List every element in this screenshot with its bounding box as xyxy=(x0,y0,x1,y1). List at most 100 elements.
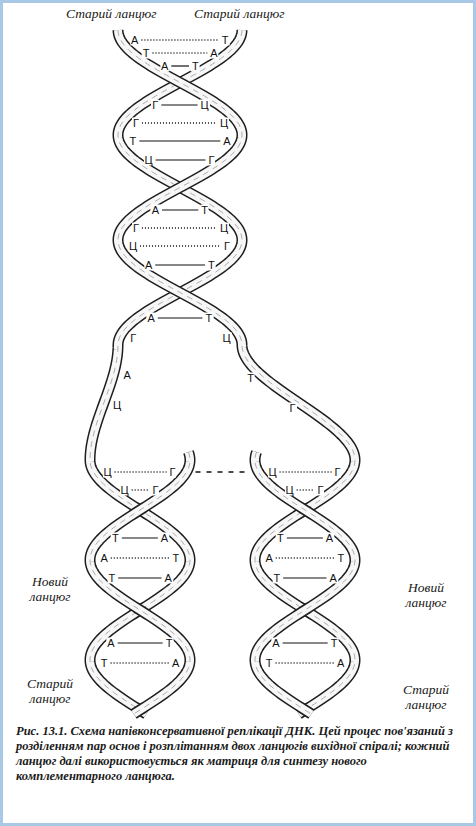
hydrogen-bond xyxy=(195,471,249,472)
dna-strand xyxy=(118,30,355,714)
base-letter: А xyxy=(160,61,169,72)
base-letter: А xyxy=(99,553,108,564)
hydrogen-bond xyxy=(287,537,323,538)
base-letter: А xyxy=(160,533,169,544)
base-letter: Г xyxy=(169,467,177,478)
base-letter: А xyxy=(171,658,180,669)
base-letter: А xyxy=(325,533,334,544)
base-letter: Т xyxy=(207,260,216,271)
base-letter: Г xyxy=(316,485,324,496)
base-letter: Т xyxy=(165,638,174,649)
base-letter: Г xyxy=(289,403,297,414)
strand-label: Новий ланцюг xyxy=(16,574,84,604)
hydrogen-bond xyxy=(276,662,335,663)
figure-caption: Рис. 13.1. Схема напівконсервативної реп… xyxy=(16,724,460,784)
hydrogen-bond xyxy=(161,104,197,105)
base-letter: Т xyxy=(276,533,285,544)
base-letter: А xyxy=(271,638,280,649)
hydrogen-bond xyxy=(122,537,158,538)
base-letter: Т xyxy=(337,553,346,564)
base-letter: Ц xyxy=(285,485,295,496)
base-letter: Ц xyxy=(219,118,229,129)
base-pair-bonds xyxy=(111,40,335,663)
strand-outline xyxy=(90,30,242,714)
strand-fill xyxy=(90,452,190,714)
base-letter: Ц xyxy=(143,155,153,166)
base-letter: Ц xyxy=(120,485,130,496)
base-letter: Т xyxy=(172,553,181,564)
base-letter: Г xyxy=(132,118,140,129)
base-letter: А xyxy=(151,205,160,216)
hydrogen-bond xyxy=(171,65,189,66)
base-letter: А xyxy=(329,573,338,584)
hydrogen-bond xyxy=(156,159,206,160)
base-letter: Ц xyxy=(112,400,122,411)
hydrogen-bond xyxy=(111,662,170,663)
strand-label: Старий ланцюг xyxy=(16,676,84,706)
base-letter: Т xyxy=(246,373,255,384)
hydrogen-bond xyxy=(115,471,167,472)
hydrogen-bond xyxy=(283,577,326,578)
base-letter: Т xyxy=(100,658,109,669)
strand-fill xyxy=(255,452,355,714)
base-letter: А xyxy=(222,136,231,147)
hydrogen-bond xyxy=(141,39,218,40)
hydrogen-bond xyxy=(297,489,315,490)
strand-shading xyxy=(90,452,190,714)
base-letter: Т xyxy=(221,35,230,46)
base-letter: Г xyxy=(334,467,342,478)
strand-label: Старий ланцюг xyxy=(66,6,157,21)
base-letter: Т xyxy=(272,573,281,584)
base-letter: Т xyxy=(200,205,209,216)
hydrogen-bond xyxy=(132,489,150,490)
hydrogen-bond xyxy=(155,264,205,265)
hydrogen-bond xyxy=(118,577,161,578)
base-letter: А xyxy=(264,553,273,564)
base-letter: А xyxy=(144,260,153,271)
base-letter: Т xyxy=(142,48,151,59)
base-letter: Т xyxy=(111,533,120,544)
strand-fill xyxy=(118,30,355,714)
base-letter: А xyxy=(336,658,345,669)
base-letter: А xyxy=(146,313,155,324)
base-letter: Т xyxy=(191,61,200,72)
hydrogen-bond xyxy=(152,52,207,53)
base-letter: Ц xyxy=(267,467,277,478)
base-letter: Г xyxy=(151,485,159,496)
base-letter: Т xyxy=(330,638,339,649)
base-letter: А xyxy=(106,638,115,649)
base-letter: Ц xyxy=(219,223,229,234)
base-letter: Г xyxy=(151,100,159,111)
strand-shading xyxy=(118,30,355,714)
dna-strand xyxy=(90,452,190,714)
strand-outline xyxy=(118,30,355,714)
base-letter: Г xyxy=(223,241,231,252)
strand-label: Новий ланцюг xyxy=(392,580,460,610)
hydrogen-bond xyxy=(111,557,170,558)
base-letter: А xyxy=(130,35,139,46)
strand-outline xyxy=(90,452,190,714)
strand-shading xyxy=(90,30,242,714)
base-letter: А xyxy=(164,573,173,584)
strand-label: Старий ланцюг xyxy=(392,682,460,712)
base-letter: Ц xyxy=(128,241,138,252)
hydrogen-bond xyxy=(142,122,217,123)
base-letter: Г xyxy=(207,155,215,166)
hydrogen-bond xyxy=(139,140,220,141)
helix-strands xyxy=(90,30,355,714)
strand-label: Старий ланцюг xyxy=(194,6,285,21)
base-letter: Ц xyxy=(222,333,232,344)
dna-strand xyxy=(255,452,355,714)
strand-outline xyxy=(255,452,355,714)
base-letter: Ц xyxy=(102,467,112,478)
base-letter: Т xyxy=(204,313,213,324)
base-letter: А xyxy=(123,370,132,381)
base-letter: Т xyxy=(107,573,116,584)
strand-shading xyxy=(255,452,355,714)
base-letter: А xyxy=(209,48,218,59)
base-letter: Т xyxy=(129,136,138,147)
strand-fill xyxy=(90,30,242,714)
base-letter: Ц xyxy=(200,100,210,111)
